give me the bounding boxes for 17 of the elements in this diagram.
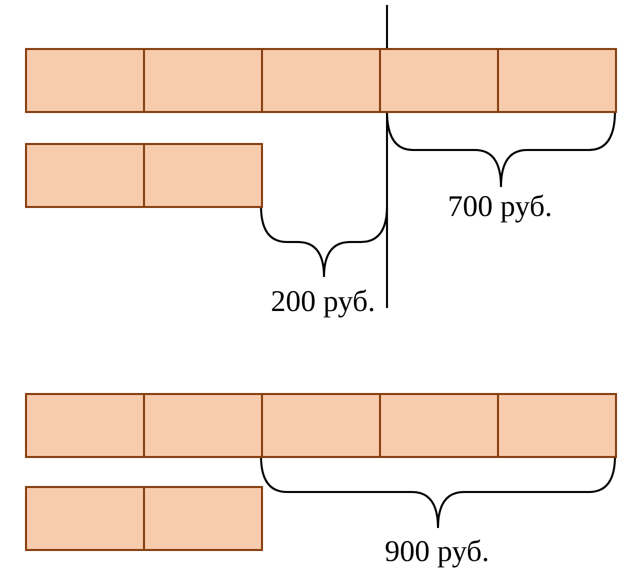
bar-segment bbox=[143, 48, 263, 113]
bar-segment bbox=[143, 393, 263, 458]
bar-segment bbox=[25, 486, 145, 551]
bar-segment bbox=[25, 48, 145, 113]
amount-label: 900 руб. bbox=[384, 535, 490, 569]
bar-segment bbox=[261, 393, 381, 458]
amount-label: 200 руб. bbox=[270, 285, 376, 319]
bar-segment bbox=[25, 143, 145, 208]
bar-segment bbox=[25, 393, 145, 458]
bar-segment bbox=[497, 48, 617, 113]
amount-label: 700 руб. bbox=[448, 190, 552, 224]
bar-segment bbox=[379, 393, 499, 458]
bar-segment bbox=[261, 48, 381, 113]
bar-segment bbox=[497, 393, 617, 458]
bar-segment bbox=[143, 486, 263, 551]
bar-segment bbox=[143, 143, 263, 208]
bar-segment bbox=[379, 48, 499, 113]
